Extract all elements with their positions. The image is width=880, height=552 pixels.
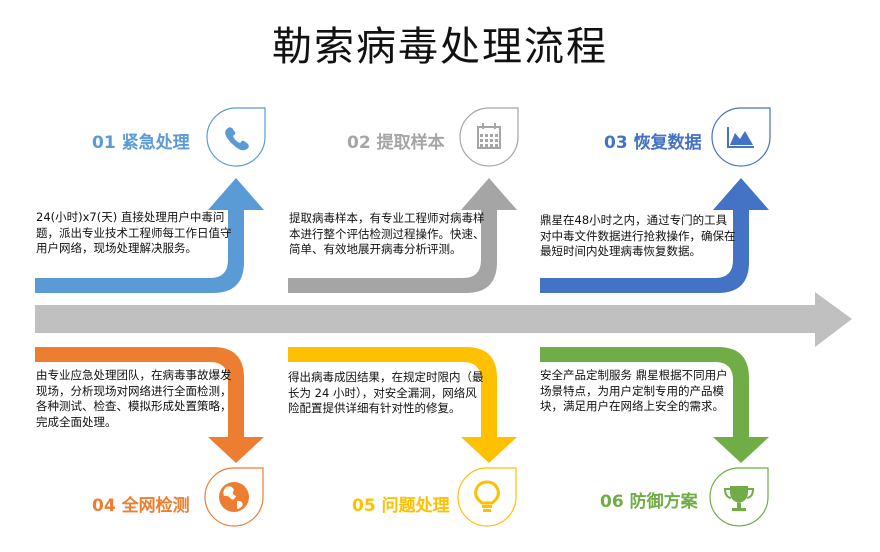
step-5-label: 05 问题处理 <box>352 496 450 516</box>
step-5-group <box>288 347 517 527</box>
step-3-description: 鼎星在48小时之内，通过专门的工具对中毒文件数据进行抢救操作，确保在最短时间内处… <box>540 213 736 258</box>
step-1-badge <box>206 107 266 167</box>
step-4-arrow <box>35 347 264 463</box>
step-1-group <box>35 107 266 293</box>
step-3-label: 03 恢复数据 <box>604 133 702 153</box>
step-6-description: 安全产品定制服务 鼎星根据不同用户场景特点，为用户定制专用的产品模块，满足用户在… <box>540 368 728 413</box>
phone-icon <box>225 127 249 151</box>
step-2-group <box>288 107 519 293</box>
lightbulb-icon <box>474 480 500 512</box>
step-2-description: 提取病毒样本，有专业工程师对病毒样本进行整个评估检测过程操作。快速、简单、有效地… <box>289 211 485 256</box>
globe-icon <box>219 482 249 512</box>
step-1-description: 24(小时)x7(天) 直接处理用户中毒问题，派出专业技术工程师每工作日值守用户… <box>36 210 232 255</box>
step-6-group <box>540 347 769 527</box>
step-1-label: 01 紧急处理 <box>92 133 190 153</box>
step-5-arrow <box>288 347 517 463</box>
step-3-badge <box>711 107 771 167</box>
step-4-description: 由专业应急处理团队，在病毒事故爆发现场，分析现场对网络进行全面检测，各种测试、检… <box>36 368 232 429</box>
step-6-arrow <box>540 347 769 463</box>
step-2-label: 02 提取样本 <box>347 133 445 153</box>
step-4-label: 04 全网检测 <box>92 496 190 516</box>
step-6-label: 06 防御方案 <box>600 492 698 512</box>
page-title: 勒索病毒处理流程 <box>272 24 608 70</box>
main-arrow <box>35 292 852 347</box>
step-3-arrow <box>540 178 769 293</box>
step-6-badge <box>709 467 769 527</box>
calendar-icon <box>477 123 501 149</box>
step-2-arrow <box>288 178 517 293</box>
step-4-badge <box>204 467 264 527</box>
step-2-badge <box>459 107 519 167</box>
step-5-badge <box>457 467 517 527</box>
step-3-group <box>540 107 771 293</box>
step-5-description: 得出病毒成因结果，在规定时限内（最长为 24 小时），对安全漏洞，网络风险配置提… <box>288 370 484 415</box>
step-4-group <box>35 347 264 527</box>
area-chart-icon <box>727 127 754 148</box>
trophy-icon <box>723 486 755 511</box>
step-1-arrow <box>35 178 264 293</box>
